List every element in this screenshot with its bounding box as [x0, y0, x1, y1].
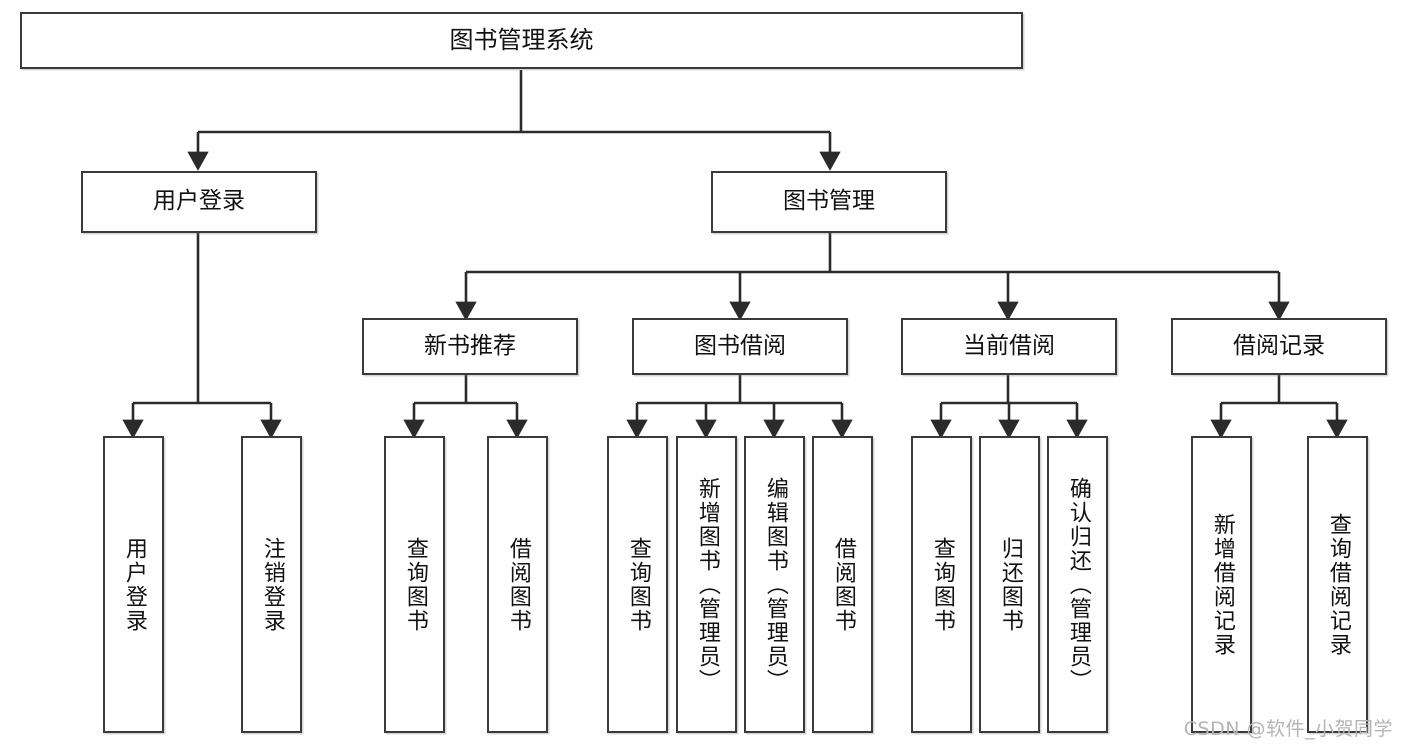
node-label: 当前借阅: [963, 332, 1055, 359]
node-leaf-book-borrow-borrow[interactable]: 借阅图书: [812, 436, 873, 733]
node-leaf-current-borrow-return[interactable]: 归还图书: [979, 436, 1040, 733]
node-label: 图书管理: [783, 188, 875, 215]
node-leaf-current-borrow-confirm-return[interactable]: 确认归还（管理员）: [1047, 436, 1108, 733]
node-leaf-borrow-record-add[interactable]: 新增借阅记录: [1191, 436, 1252, 733]
node-leaf-user-login-login[interactable]: 用户登录: [103, 436, 164, 733]
node-book-management[interactable]: 图书管理: [711, 171, 947, 233]
node-label: 查询图书: [929, 536, 955, 633]
node-leaf-book-borrow-query[interactable]: 查询图书: [607, 436, 668, 733]
node-leaf-current-borrow-query[interactable]: 查询图书: [911, 436, 972, 733]
node-label: 借阅图书: [830, 536, 856, 633]
node-root-book-management-system[interactable]: 图书管理系统: [20, 12, 1023, 69]
node-label: 归还图书: [997, 536, 1023, 633]
node-label: 新增图书（管理员）: [694, 476, 720, 693]
node-label: 确认归还（管理员）: [1065, 476, 1091, 693]
node-label: 新增借阅记录: [1209, 512, 1235, 657]
watermark-text: CSDN @软件_小贺同学: [1183, 718, 1393, 740]
node-label: 图书管理系统: [449, 26, 594, 55]
node-label: 用户登录: [121, 536, 147, 633]
node-label: 图书借阅: [694, 332, 786, 359]
node-leaf-book-borrow-add[interactable]: 新增图书（管理员）: [676, 436, 737, 733]
node-book-borrow[interactable]: 图书借阅: [632, 318, 848, 375]
node-new-book-recommend[interactable]: 新书推荐: [362, 318, 578, 375]
node-borrow-record[interactable]: 借阅记录: [1171, 318, 1387, 375]
node-label: 查询借阅记录: [1325, 512, 1351, 657]
node-label: 借阅图书: [505, 536, 531, 633]
node-leaf-book-borrow-edit[interactable]: 编辑图书（管理员）: [744, 436, 805, 733]
node-label: 查询图书: [625, 536, 651, 633]
node-label: 注销登录: [259, 536, 285, 633]
node-leaf-user-login-logout[interactable]: 注销登录: [241, 436, 302, 733]
node-user-login[interactable]: 用户登录: [81, 171, 317, 233]
node-label: 用户登录: [153, 188, 245, 215]
node-leaf-new-book-query[interactable]: 查询图书: [384, 436, 445, 733]
node-label: 查询图书: [402, 536, 428, 633]
node-label: 借阅记录: [1233, 332, 1325, 359]
node-leaf-borrow-record-query[interactable]: 查询借阅记录: [1307, 436, 1368, 733]
node-label: 编辑图书（管理员）: [762, 476, 788, 693]
node-label: 新书推荐: [424, 332, 516, 359]
node-leaf-new-book-borrow[interactable]: 借阅图书: [487, 436, 548, 733]
node-current-borrow[interactable]: 当前借阅: [901, 318, 1117, 375]
